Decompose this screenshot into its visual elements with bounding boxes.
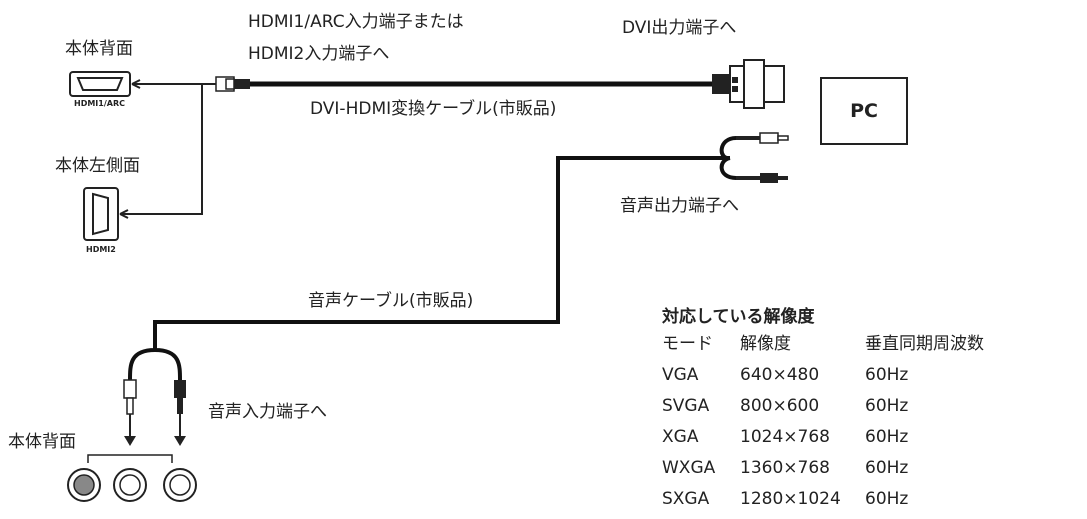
frequency-cell: 60Hz [865,458,909,478]
header-mode: モード [662,334,713,354]
hdmi-branch-lines [119,79,216,219]
mode-cell: SVGA [662,396,710,416]
dvi-target-label: DVI出力端子へ [622,18,737,38]
rear-bottom-label: 本体背面 [8,432,76,452]
mode-cell: WXGA [662,458,716,478]
frequency-cell: 60Hz [865,396,909,416]
rca-plugs-tv-icon [123,379,186,446]
rca-plugs-pc-icon [736,132,789,183]
audio-cable [128,136,737,381]
audio-jacks-icon [67,454,197,502]
resolution-cell: 1360×768 [740,458,830,478]
hdmi1-port-icon [69,71,131,97]
left-side-label: 本体左側面 [55,156,140,176]
frequency-cell: 60Hz [865,365,909,385]
table-row: WXGA 1360×768 60Hz [662,457,984,488]
table-header-row: モード 解像度 垂直同期周波数 [662,333,984,364]
mode-cell: XGA [662,427,699,447]
table-row: XGA 1024×768 60Hz [662,426,984,457]
audio-in-label: 音声入力端子へ [208,402,327,422]
header-resolution: 解像度 [740,334,791,354]
pc-box: PC [820,77,908,145]
hdmi-plug-icon [215,76,250,92]
hdmi2-port-label: HDMI2 [86,245,116,254]
audio-out-label: 音声出力端子へ [620,196,739,216]
hdmi2-port-icon [83,187,119,241]
resolution-cell: 800×600 [740,396,820,416]
table-row: SVGA 800×600 60Hz [662,395,984,426]
hdmi-target-line1: HDMI1/ARC入力端子または [248,12,464,32]
table-row: SXGA 1280×1024 60Hz [662,488,984,519]
audio-cable-label: 音声ケーブル(市販品) [308,291,474,311]
resolution-cell: 1280×1024 [740,489,841,509]
pc-label: PC [850,100,878,122]
mode-cell: SXGA [662,489,710,509]
mode-cell: VGA [662,365,699,385]
header-frequency: 垂直同期周波数 [865,334,984,354]
resolution-table: 対応している解像度 モード 解像度 垂直同期周波数 VGA 640×480 60… [662,302,984,519]
hdmi-target-line2: HDMI2入力端子へ [248,44,390,64]
rear-top-label: 本体背面 [65,39,133,59]
frequency-cell: 60Hz [865,489,909,509]
frequency-cell: 60Hz [865,427,909,447]
hdmi1-port-label: HDMI1/ARC [74,99,125,108]
dvi-cable-label: DVI-HDMI変換ケーブル(市販品) [310,99,557,119]
resolution-cell: 1024×768 [740,427,830,447]
table-row: VGA 640×480 60Hz [662,364,984,395]
resolution-cell: 640×480 [740,365,820,385]
resolution-table-title: 対応している解像度 [662,307,815,327]
dvi-connector-icon [712,59,785,109]
